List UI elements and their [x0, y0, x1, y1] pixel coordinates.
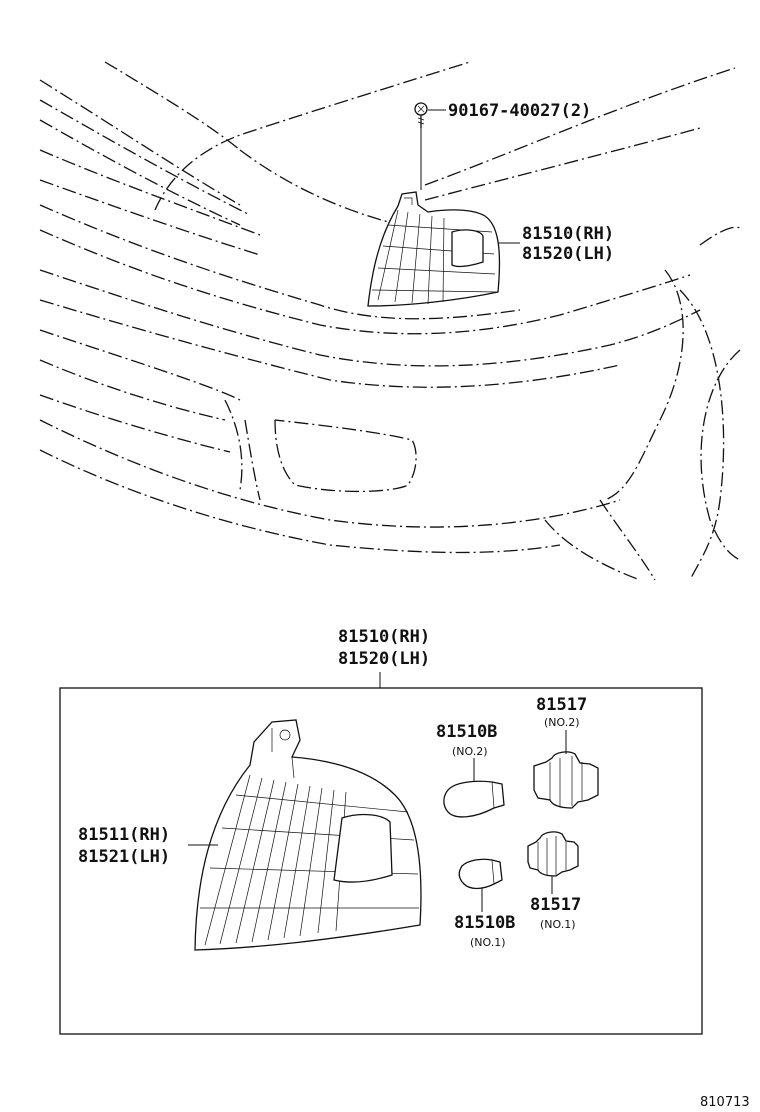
vehicle-outline [39, 61, 741, 581]
screw-part-number: 90167-40027(2) [448, 101, 591, 121]
lens-large [194, 719, 422, 951]
lens-lh-label: 81521(LH) [78, 847, 170, 867]
lamp-assembly-installed [367, 191, 501, 307]
lamp-box-lh-label: 81520(LH) [338, 649, 430, 669]
socket-no1-label: 81517 [530, 895, 581, 915]
assembly-frame [59, 687, 703, 1035]
lens-rh-label: 81511(RH) [78, 825, 170, 845]
bulb-no1-icon [458, 858, 503, 890]
diagram-reference-code: 810713 [700, 1095, 750, 1110]
screw-icon [414, 102, 428, 128]
lamp-top-rh-label: 81510(RH) [522, 224, 614, 244]
socket-no2-label: 81517 [536, 695, 587, 715]
bulb-no2-label: 81510B [436, 722, 497, 742]
lamp-box-rh-label: 81510(RH) [338, 627, 430, 647]
bulb-no2-sub-label: (NO.2) [452, 745, 488, 758]
socket-no1-icon [527, 831, 579, 877]
bulb-no2-icon [443, 780, 505, 818]
lamp-top-lh-label: 81520(LH) [522, 244, 614, 264]
socket-no2-icon [533, 751, 599, 809]
bulb-no1-sub-label: (NO.1) [470, 936, 506, 949]
socket-no1-sub-label: (NO.1) [540, 918, 576, 931]
socket-no2-sub-label: (NO.2) [544, 716, 580, 729]
bulb-no1-label: 81510B [454, 913, 515, 933]
